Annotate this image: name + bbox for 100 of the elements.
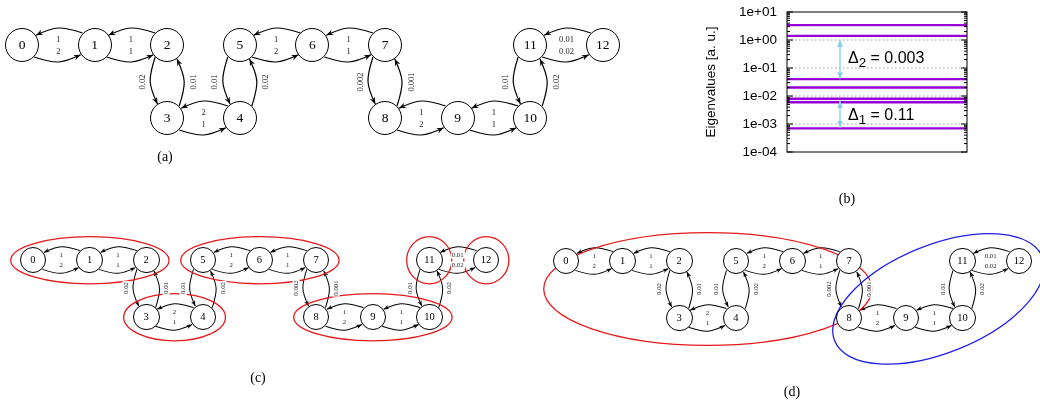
arrow [107,27,156,36]
arrow [415,268,423,307]
rate-label: 0.02 [261,73,270,90]
arrow [253,27,301,36]
state-circle: 10 [513,101,548,135]
state-circle: 9 [892,304,919,332]
rate-label: 0.02 [137,73,146,90]
rate-label: 2 [55,47,62,56]
arrow [323,54,372,63]
arrow [948,269,956,308]
arrow [633,247,671,254]
arrow [176,58,185,107]
rate-label: 0.02 [558,47,575,56]
arrow [688,325,726,332]
state-circle: 10 [949,304,976,332]
arrow [41,267,80,274]
arrow [802,247,841,254]
tick-label: 1e-02 [742,89,777,103]
rate-label: 2 [200,107,207,116]
arrow [398,100,447,109]
rate-label: 1 [490,107,497,116]
arrow [439,246,478,253]
state-circle: 7 [368,28,402,62]
arrow [576,247,614,254]
arrow [835,269,843,308]
arrow [381,324,420,331]
rate-label: 0.02 [551,73,560,90]
arrow [367,56,376,105]
rate-label: 1 [55,34,62,43]
arrow [539,58,548,107]
rate-label: 0.01 [558,34,575,43]
arrow [722,269,729,308]
cluster-ellipse [462,235,510,285]
state-circle: 0 [5,28,39,62]
arrow [210,270,217,309]
arrow [323,270,330,309]
state-circle: 8 [835,304,863,332]
panel-label: (a) [157,150,173,164]
state-circle: 1 [77,28,112,62]
arrow [914,325,953,332]
arrow [248,58,258,107]
arrow [132,268,140,307]
state-circle: 0 [552,247,580,275]
state-circle: 2 [133,246,160,274]
arrow [268,267,306,274]
rate-label: 2 [272,47,280,56]
arrow [744,268,783,275]
rate-label: 0.01 [500,73,509,90]
arrow [325,27,374,36]
state-circle: 0 [19,246,47,274]
tick-label: 1e-03 [742,117,777,131]
rate-label: 0.002 [355,70,364,93]
arrow [153,270,161,309]
state-circle: 2 [666,247,693,275]
state-circle: 4 [189,303,217,331]
state-circle: 4 [222,101,257,135]
arrow [631,268,669,275]
state-circle: 3 [133,303,160,331]
state-circle: 1 [76,246,103,274]
state-circle: 7 [835,247,863,275]
arrow [149,56,159,105]
state-circle: 10 [416,303,443,331]
rate-label: 2 [418,120,425,129]
arrow [43,246,81,253]
arrow [269,246,308,253]
arrow [512,56,522,105]
arrow [743,271,750,310]
state-circle: 5 [722,247,750,275]
arrow [574,268,613,275]
state-circle: 8 [302,303,330,331]
state-circle: 11 [513,28,548,62]
arrow [156,303,194,310]
state-circle: 12 [1005,247,1033,275]
rate-label: 1 [200,120,207,129]
arrow [33,54,82,63]
arrow [665,269,673,308]
arrow [469,127,517,136]
tick-label: 1e+01 [739,5,777,19]
arrow [969,271,977,310]
arrow [325,324,363,331]
gap-label: Δ$_{1}$ = 0.11 [848,107,915,127]
arrow [916,304,954,311]
arrow [35,27,84,36]
state-circle: 12 [472,246,500,274]
rate-label: 0.01 [188,73,197,90]
arrow [801,268,839,275]
arrow [470,100,519,109]
state-circle: 7 [302,246,330,274]
state-circle: 6 [295,28,330,62]
arrow [180,100,229,109]
arrow [689,304,727,311]
rate-label: 1 [127,47,134,56]
rate-label: 1 [272,34,280,43]
arrow [211,267,250,274]
arrow [178,127,227,136]
cluster-ellipse [123,292,227,342]
arrow [686,271,694,310]
state-circle: 3 [666,304,693,332]
arrow [859,304,897,311]
arrow [106,54,154,63]
